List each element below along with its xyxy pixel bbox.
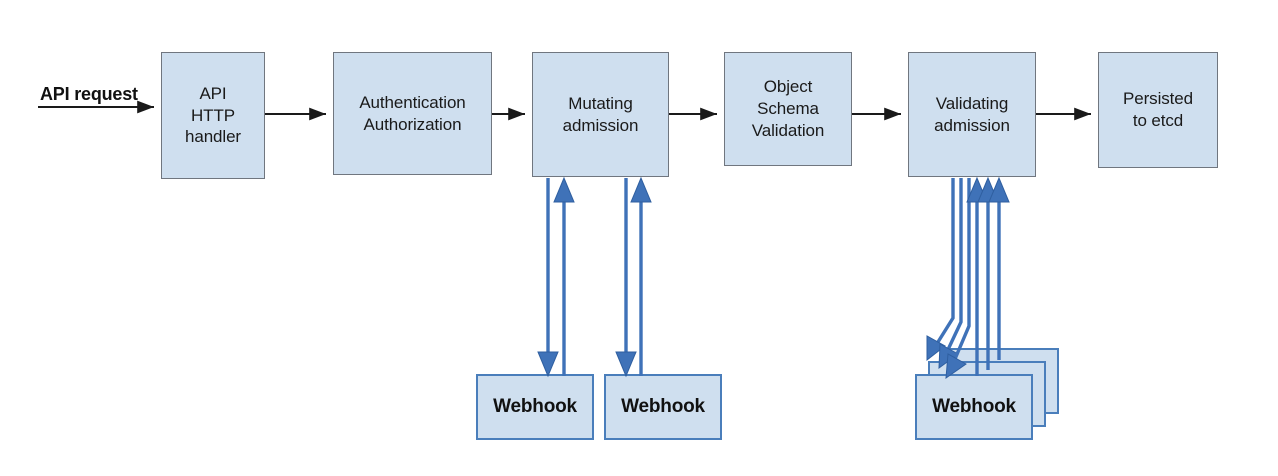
connector-validating-to-webhooks-down-3 [945, 178, 971, 380]
node-object-schema-validation[interactable]: Object Schema Validation [724, 52, 852, 166]
api-request-label: API request [40, 84, 138, 104]
node-persisted-to-etcd[interactable]: Persisted to etcd [1098, 52, 1218, 168]
webhook-box-mutating-1[interactable]: Webhook [476, 374, 594, 440]
webhook-box-validating-1[interactable]: Webhook [915, 374, 1033, 440]
connector-webhooks-to-validating-up-3 [988, 176, 1010, 360]
connector-mutating-to-webhook-2-down [615, 178, 637, 378]
connector-validating-to-webhooks-down-1 [926, 178, 955, 362]
node-validating-admission[interactable]: Validating admission [908, 52, 1036, 177]
connector-webhook-1-to-mutating-up [553, 176, 575, 376]
node-api-http-handler[interactable]: API HTTP handler [161, 52, 265, 179]
webhook-box-mutating-2[interactable]: Webhook [604, 374, 722, 440]
connector-validating-to-webhooks-down-2 [938, 178, 963, 370]
connector-mutating-to-webhook-1-down [537, 178, 559, 378]
connector-webhooks-to-validating-up-2 [977, 176, 999, 370]
node-authentication-authorization[interactable]: Authentication Authorization [333, 52, 492, 175]
node-mutating-admission[interactable]: Mutating admission [532, 52, 669, 177]
connector-webhook-2-to-mutating-up [630, 176, 652, 376]
